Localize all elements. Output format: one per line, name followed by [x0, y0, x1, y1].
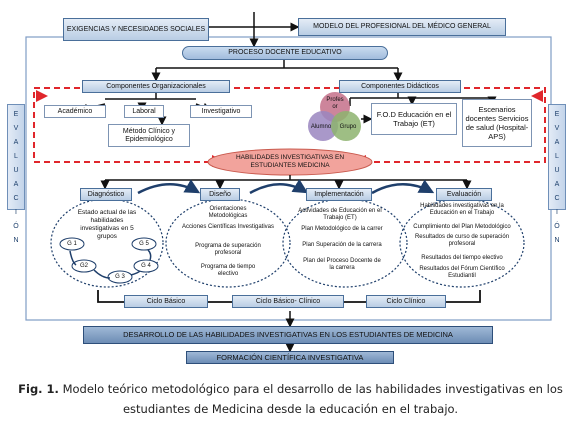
escenarios-text: Escenarios docentes Servicios de salud (…	[465, 105, 529, 141]
group-g2-label: G2	[79, 263, 88, 269]
group-g2-oval	[71, 259, 97, 273]
habilidades-label: HABILIDADES INVESTIGATIVAS EN ESTUDIANTE…	[235, 154, 345, 169]
ciclo-basico-clinico-text: Ciclo Básico- Clínico	[255, 297, 321, 305]
side-letter: A	[13, 139, 19, 146]
group-g1-oval	[59, 237, 85, 251]
side-letter: Ó	[554, 223, 560, 230]
evaluacion-item-4: Resultados del tiempo electivo	[421, 255, 503, 261]
implementacion-item-1: Actividades de Educación en el Trabajo (…	[298, 208, 382, 221]
implementacion-title: Implementación	[314, 190, 364, 198]
investigativo-text: Investigativo	[201, 107, 241, 115]
proceso-text: PROCESO DOCENTE EDUCATIVO	[228, 49, 342, 56]
fod-text: F.O.D Educación en el Trabajo (ET)	[376, 110, 452, 128]
diseno-title-box: Diseño	[200, 188, 240, 201]
ciclo-clinico-text: Ciclo Clínico	[386, 297, 426, 305]
componentes-organizacionales-box: Componentes Organizacionales	[82, 80, 230, 93]
diseno-item-3: Programa de superación profesoral	[195, 243, 261, 256]
evaluacion-item-1: Habilidades investigativas en la Educaci…	[420, 203, 504, 216]
formacion-text: FORMACIÓN CIENTÍFICA INVESTIGATIVA	[216, 352, 364, 362]
implementacion-title-box: Implementación	[306, 188, 372, 201]
modelo-box: MODELO DEL PROFESIONAL DEL MÉDICO GENERA…	[298, 18, 506, 36]
side-letter: V	[13, 125, 19, 132]
side-letter: I	[15, 209, 17, 216]
side-letter: E	[554, 111, 560, 118]
evaluacion-title: Evaluación	[446, 190, 482, 198]
evaluacion-item-3: Resultados de curso de superación profes…	[414, 234, 510, 247]
escenarios-box: Escenarios docentes Servicios de salud (…	[462, 99, 532, 147]
group-g3-oval	[107, 270, 133, 284]
diseno-item-4: Programa de tiempo electivo	[200, 264, 256, 277]
side-letter: E	[13, 111, 19, 118]
fod-box: F.O.D Educación en el Trabajo (ET)	[371, 103, 457, 135]
side-letter: U	[554, 167, 560, 174]
implementacion-ellipse	[282, 198, 408, 288]
diagnostico-title-box: Diagnóstico	[80, 188, 132, 201]
venn-alumno-label: Alumno	[310, 124, 332, 130]
venn-profesor-label: Profes or	[326, 97, 344, 110]
exigencias-text: EXIGENCIAS Y NECESIDADES SOCIALES	[66, 25, 206, 33]
side-letter: C	[13, 195, 19, 202]
group-g3-label: G 3	[115, 274, 125, 280]
side-letter: C	[554, 195, 560, 202]
side-letter: L	[555, 153, 559, 160]
ciclo-basico-clinico-box: Ciclo Básico- Clínico	[232, 295, 344, 308]
venn-alumno-circle	[308, 111, 338, 141]
group-g5-oval	[131, 237, 157, 251]
ciclo-clinico-box: Ciclo Clínico	[366, 295, 446, 308]
group-g5-label: G 5	[139, 241, 149, 247]
formacion-box: FORMACIÓN CIENTÍFICA INVESTIGATIVA	[186, 351, 394, 364]
diagnostico-text: Estado actual de las habilidades investi…	[77, 209, 137, 240]
evaluacion-title-box: Evaluación	[436, 188, 492, 201]
modelo-text: MODELO DEL PROFESIONAL DEL MÉDICO GENERA…	[313, 23, 491, 30]
diseno-title: Diseño	[209, 190, 231, 198]
evaluacion-ellipse	[399, 198, 525, 288]
side-letter: A	[554, 181, 560, 188]
exigencias-box: EXIGENCIAS Y NECESIDADES SOCIALES	[63, 18, 209, 41]
caption-text: Modelo teórico metodológico para el desa…	[58, 382, 563, 416]
evaluacion-side-left: E V A L U A C I Ó N	[7, 104, 25, 244]
didacticos-title: Componentes Didácticos	[361, 82, 439, 90]
diagnostico-title: Diagnóstico	[87, 190, 125, 198]
side-letter: L	[14, 153, 18, 160]
evaluacion-side-right: E V A L U A C I Ó N	[548, 104, 566, 244]
implementacion-item-2: Plan Metodológico de la carrer	[301, 226, 383, 232]
diseno-item-1: Orientaciones Metodológicas	[208, 206, 248, 219]
side-letter: U	[13, 167, 19, 174]
diseno-item-2: Acciones Científicas Investigativas	[181, 224, 275, 230]
evaluacion-item-5: Resultados del Fórum Científico Estudian…	[419, 266, 505, 279]
componentes-didacticos-box: Componentes Didácticos	[339, 80, 461, 93]
side-letter: Ó	[13, 223, 19, 230]
academico-box: Académico	[44, 105, 106, 118]
evaluacion-item-2: Cumplimiento del Plan Metodológico	[413, 224, 511, 230]
laboral-box: Laboral	[124, 105, 164, 118]
group-g4-oval	[133, 259, 159, 273]
venn-grupo-label: Grupo	[339, 124, 357, 130]
side-letter: N	[554, 237, 560, 244]
desarrollo-box: DESARROLLO DE LAS HABILIDADES INVESTIGAT…	[83, 326, 493, 344]
side-letter: I	[556, 209, 558, 216]
academico-text: Académico	[57, 107, 93, 115]
side-letter: A	[13, 181, 19, 188]
side-letter: V	[554, 125, 560, 132]
group-g4-label: G 4	[141, 263, 151, 269]
implementacion-item-3: Plan Superación de la carrera	[302, 242, 382, 248]
metodo-clinico-text: Método Clínico y Epidemiológico	[122, 127, 176, 143]
side-letter: N	[13, 237, 19, 244]
ciclo-basico-text: Ciclo Básico	[146, 297, 186, 305]
desarrollo-text: DESARROLLO DE LAS HABILIDADES INVESTIGAT…	[123, 330, 453, 339]
figure-caption: Fig. 1. Modelo teórico metodológico para…	[0, 379, 581, 419]
proceso-box: PROCESO DOCENTE EDUCATIVO	[182, 46, 388, 60]
implementacion-item-4: Plan del Proceso Docente de la carrera	[303, 258, 381, 271]
investigativo-box: Investigativo	[190, 105, 252, 118]
group-g1-label: G 1	[67, 241, 77, 247]
organizacionales-title: Componentes Organizacionales	[106, 82, 206, 90]
caption-label: Fig. 1.	[18, 382, 59, 396]
metodo-clinico-box: Método Clínico y Epidemiológico	[108, 124, 190, 147]
side-letter: A	[554, 139, 560, 146]
ciclo-basico-box: Ciclo Básico	[124, 295, 208, 308]
laboral-text: Laboral	[132, 107, 156, 115]
venn-grupo-circle	[331, 111, 361, 141]
diseno-ellipse	[165, 198, 291, 288]
